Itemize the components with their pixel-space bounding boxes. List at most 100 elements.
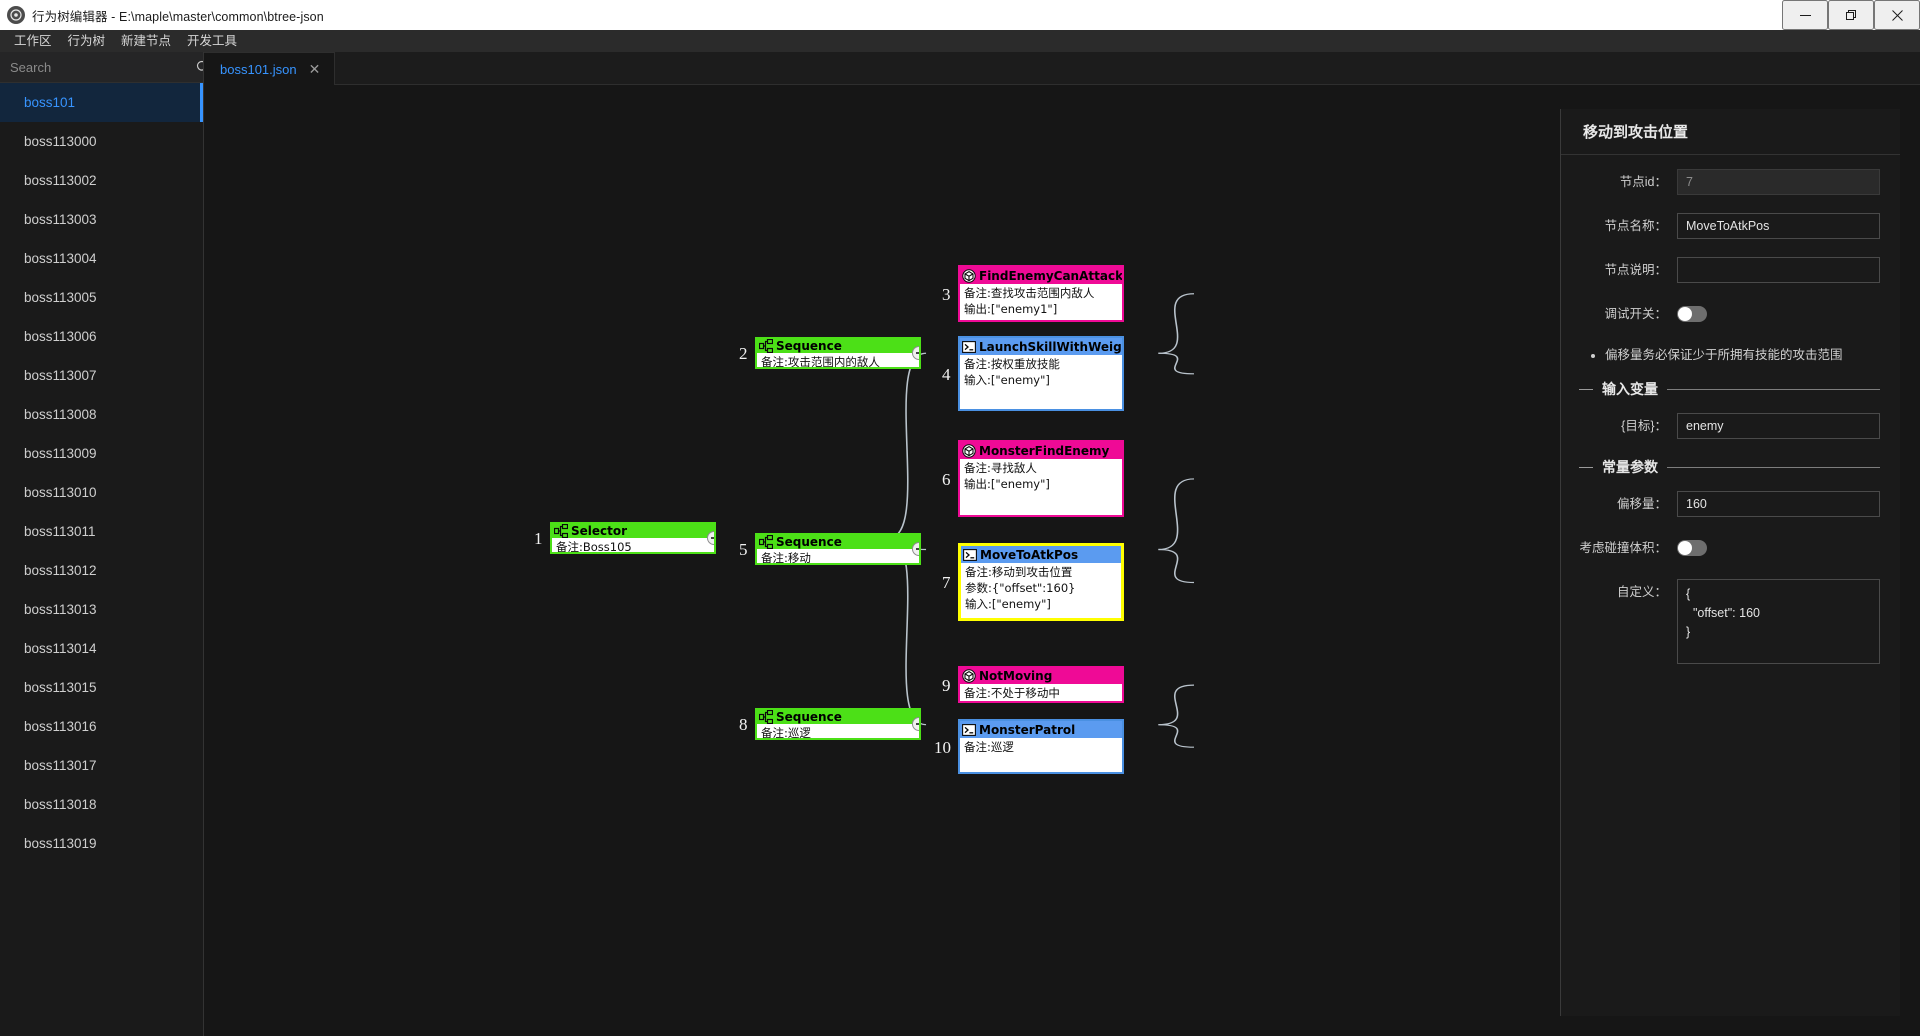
- sidebar-item-boss113003[interactable]: boss113003: [0, 200, 203, 239]
- menu-item-behavior-tree[interactable]: 行为树: [67, 34, 106, 48]
- const-section-title: 常量参数: [1602, 459, 1658, 475]
- tree-node-MonsterPatrol[interactable]: MonsterPatrol 备注:巡逻: [958, 719, 1124, 774]
- sidebar-item-boss101[interactable]: boss101: [0, 83, 203, 122]
- tree-edge: [1158, 352, 1195, 375]
- sidebar-item-label: boss113011: [24, 524, 96, 539]
- input-target-label: {目标}：: [1621, 419, 1667, 433]
- offset-input[interactable]: [1677, 491, 1880, 517]
- tree-node-index: 5: [739, 540, 748, 559]
- sidebar-item-boss113011[interactable]: boss113011: [0, 512, 203, 551]
- node-desc-label: 节点说明：: [1604, 263, 1667, 277]
- field-node-desc: 节点说明：: [1565, 257, 1880, 283]
- tree-node-title: MoveToAtkPos: [980, 547, 1079, 562]
- sidebar-item-boss113012[interactable]: boss113012: [0, 551, 203, 590]
- sidebar-item-boss113002[interactable]: boss113002: [0, 161, 203, 200]
- collapse-handle-icon[interactable]: [912, 346, 919, 360]
- collapse-handle-icon[interactable]: [912, 717, 919, 731]
- sidebar-item-boss113018[interactable]: boss113018: [0, 785, 203, 824]
- input-target-control: [1677, 413, 1880, 439]
- terminal-icon: [963, 548, 977, 562]
- input-target-input[interactable]: [1677, 413, 1880, 439]
- tree-edge: [1158, 724, 1195, 748]
- tree-node-line: 备注:按权重放技能: [964, 357, 1060, 371]
- menu-item-dev-tools[interactable]: 开发工具: [187, 34, 238, 48]
- sidebar-item-boss113005[interactable]: boss113005: [0, 278, 203, 317]
- note-item: 偏移量务必保证少于所拥有技能的攻击范围: [1605, 345, 1880, 365]
- sidebar-item-label: boss113002: [24, 173, 97, 188]
- offset-label: 偏移量：: [1616, 497, 1667, 511]
- sidebar-item-boss113014[interactable]: boss113014: [0, 629, 203, 668]
- tree-node-line: 备注:巡逻: [964, 740, 1014, 754]
- sidebar-item-label: boss113016: [24, 719, 97, 734]
- collide-toggle[interactable]: [1677, 540, 1707, 556]
- properties-body: 节点id： 节点名称： 节点说明：: [1561, 155, 1900, 1016]
- tree-node-header: NotMoving: [960, 668, 1122, 684]
- tree-node-line: 参数:{"offset":160}: [965, 581, 1076, 595]
- cube-icon: [962, 268, 976, 283]
- close-button[interactable]: [1874, 0, 1920, 30]
- minimize-button[interactable]: [1782, 0, 1828, 30]
- sidebar-item-boss113016[interactable]: boss113016: [0, 707, 203, 746]
- collapse-handle-icon[interactable]: [707, 531, 714, 545]
- sidebar-item-boss113019[interactable]: boss113019: [0, 824, 203, 863]
- sidebar-item-label: boss113010: [24, 485, 97, 500]
- node-id-control: [1677, 169, 1880, 195]
- tree-node-header: Selector: [552, 524, 714, 538]
- sidebar-item-boss113000[interactable]: boss113000: [0, 122, 203, 161]
- main-body: boss101boss113000boss113002boss113003bos…: [0, 52, 1920, 1036]
- tree-node-lines: 备注:攻击范围内的敌人: [757, 353, 919, 367]
- sidebar-item-boss113007[interactable]: boss113007: [0, 356, 203, 395]
- tab-label: boss101.json: [220, 61, 297, 77]
- tree-node-lines: 备注:Boss105: [552, 538, 714, 552]
- search-icon[interactable]: [196, 52, 203, 83]
- debug-switch-toggle[interactable]: [1677, 306, 1707, 322]
- search-input[interactable]: [0, 52, 196, 83]
- maximize-button[interactable]: [1828, 0, 1874, 30]
- title-bar: 行为树编辑器 - E:\maple\master\common\btree-js…: [0, 0, 1920, 30]
- tree-node-title: MonsterPatrol: [979, 722, 1076, 737]
- node-name-input[interactable]: [1677, 213, 1880, 239]
- collapse-dash-icon[interactable]: [1579, 466, 1593, 468]
- section-rule: [1667, 388, 1880, 390]
- collapse-handle-icon[interactable]: [912, 542, 919, 556]
- sidebar-item-boss113010[interactable]: boss113010: [0, 473, 203, 512]
- sidebar-item-label: boss113019: [24, 836, 97, 851]
- menu-item-new-node[interactable]: 新建节点: [121, 34, 172, 48]
- sidebar-item-boss113017[interactable]: boss113017: [0, 746, 203, 785]
- sidebar-item-boss113015[interactable]: boss113015: [0, 668, 203, 707]
- node-desc-input[interactable]: [1677, 257, 1880, 283]
- properties-title: 移动到攻击位置: [1561, 109, 1900, 155]
- sidebar-item-boss113008[interactable]: boss113008: [0, 395, 203, 434]
- field-debug-switch: 调试开关：: [1565, 301, 1880, 327]
- close-icon[interactable]: ✕: [308, 61, 321, 77]
- menu-item-workspace[interactable]: 工作区: [14, 34, 52, 48]
- sidebar-item-label: boss113000: [24, 134, 97, 149]
- tree-node-index: 2: [739, 344, 748, 363]
- tree-node-title: NotMoving: [979, 669, 1053, 683]
- tree-node-lines: 备注:按权重放技能输入:["enemy"]: [960, 355, 1122, 409]
- tree-node-index: 1: [534, 529, 543, 548]
- sidebar-item-label: boss101: [24, 95, 76, 110]
- custom-json-textarea[interactable]: { "offset": 160 }: [1677, 579, 1880, 664]
- tab-boss101-json[interactable]: boss101.json ✕: [204, 52, 336, 85]
- sidebar-item-boss113006[interactable]: boss113006: [0, 317, 203, 356]
- collapse-dash-icon[interactable]: [1579, 388, 1593, 390]
- sidebar-item-boss113004[interactable]: boss113004: [0, 239, 203, 278]
- tree-node-line: 备注:移动到攻击位置: [965, 565, 1073, 579]
- tree-node-lines: 备注:移动: [757, 549, 919, 563]
- sidebar-item-label: boss113009: [24, 446, 97, 461]
- tree-node-lines: 备注:巡逻: [757, 724, 919, 738]
- sidebar-item-boss113013[interactable]: boss113013: [0, 590, 203, 629]
- sidebar-item-boss113009[interactable]: boss113009: [0, 434, 203, 473]
